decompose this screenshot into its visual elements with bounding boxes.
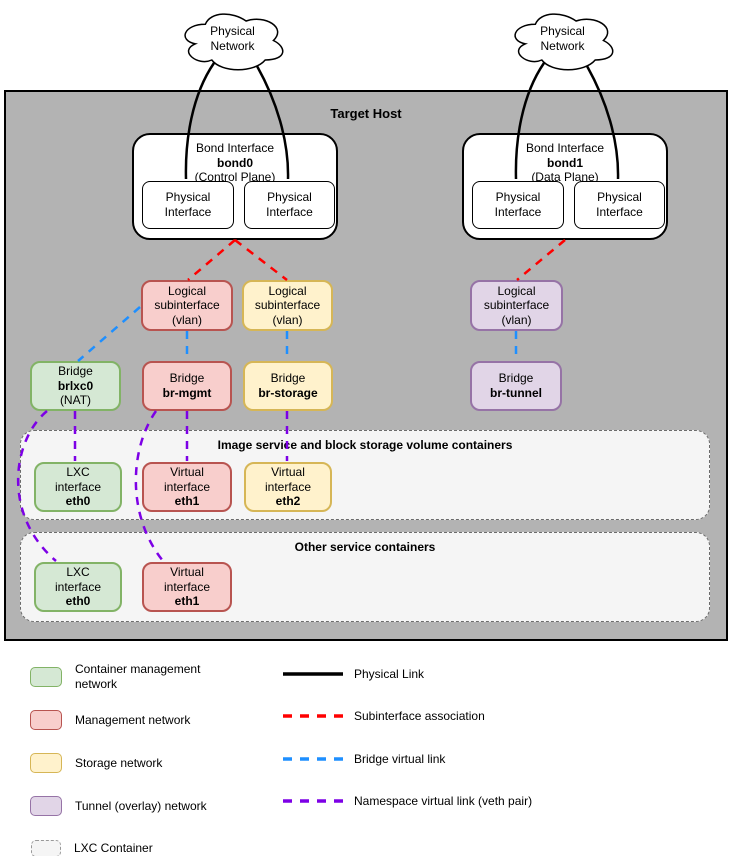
container-title: Other service containers (294, 540, 436, 554)
physical-network-label: Physical Network (508, 24, 617, 54)
legend-row-container-management: Container management network (30, 662, 240, 691)
legend-bridge-link-label: Bridge virtual link (354, 752, 446, 766)
interface-line1: LXC (66, 565, 90, 580)
subinterface-line3: (vlan) (171, 312, 202, 327)
target-host-title: Target Host (330, 106, 402, 121)
bridge-suffix: (NAT) (59, 393, 92, 408)
interface-line2: interface (264, 479, 312, 494)
virtual-interface-eth1-box: Virtual interface eth1 (142, 562, 232, 612)
interface-line1: Virtual (170, 465, 204, 480)
bridge-label: Bridge (270, 371, 306, 386)
bond1-physical-interface-2: Physical Interface (574, 181, 665, 229)
subinterface-line2: subinterface (483, 298, 550, 313)
bridge-name: br-tunnel (490, 386, 542, 400)
subinterface-tunnel-box: Logical subinterface (vlan) (470, 280, 563, 331)
physical-network-label: Physical Network (178, 24, 287, 54)
interface-name: eth2 (275, 494, 301, 509)
cloud-label-line1: Physical (540, 24, 585, 38)
interface-line1: LXC (66, 465, 90, 480)
bond1-title: Bond Interface (525, 141, 605, 155)
container-other-services-box: Other service containers LXC interface e… (20, 532, 710, 622)
lxc-interface-eth0-box: LXC interface eth0 (34, 562, 122, 612)
legend-label: Management network (75, 712, 191, 727)
legend-row-lxc-container: LXC Container (31, 838, 239, 856)
legend-swatch-red (30, 710, 62, 730)
bridge-name: br-mgmt (162, 386, 212, 400)
bridge-name: br-storage (258, 386, 318, 400)
interface-line2: interface (54, 579, 102, 594)
bridge-br-storage-box: Bridge br-storage (243, 361, 333, 411)
bond1-physical-interface-1: Physical Interface (472, 181, 564, 229)
bond1-name: bond1 (547, 155, 583, 170)
bridge-br-tunnel-box: Bridge br-tunnel (470, 361, 562, 411)
bridge-label: Bridge (169, 371, 205, 386)
subinterface-mgmt-box: Logical subinterface (vlan) (141, 280, 233, 331)
container-image-service-box: Image service and block storage volume c… (20, 430, 710, 520)
subinterface-line1: Logical (497, 283, 536, 298)
cloud-label-line1: Physical (210, 24, 255, 38)
legend-physical-link-label: Physical Link (354, 667, 425, 681)
interface-line2: interface (163, 479, 211, 494)
bridge-br-mgmt-box: Bridge br-mgmt (142, 361, 232, 411)
legend-label: Tunnel (overlay) network (75, 798, 207, 813)
bond1-plane: (Data Plane) (531, 170, 599, 185)
subinterface-line1: Logical (167, 283, 207, 298)
interface-name: eth0 (65, 594, 91, 609)
interface-line1: Virtual (271, 465, 305, 480)
bond0-title: Bond Interface (195, 141, 275, 155)
legend-label: Storage network (75, 755, 163, 770)
container-title: Image service and block storage volume c… (217, 438, 513, 452)
interface-line2: interface (54, 479, 102, 494)
subinterface-line3: (vlan) (501, 312, 532, 327)
virtual-interface-eth2-box: Virtual interface eth2 (244, 462, 332, 512)
legend-row-storage: Storage network (30, 753, 240, 773)
legend-swatch-purple (30, 796, 62, 816)
cloud-label-line2: Network (210, 39, 255, 53)
legend-swatch-lxc (31, 839, 61, 856)
interface-name: eth1 (174, 594, 200, 609)
subinterface-line2: subinterface (254, 298, 321, 313)
interface-line2: interface (163, 579, 211, 594)
interface-line1: Virtual (170, 565, 204, 580)
bridge-name: brlxc0 (57, 378, 94, 393)
legend-subinterface-link-label: Subinterface association (354, 709, 485, 723)
legend-row-management: Management network (30, 710, 240, 730)
bridge-label: Bridge (498, 371, 534, 386)
legend-row-tunnel: Tunnel (overlay) network (30, 796, 240, 816)
interface-name: eth1 (174, 494, 200, 509)
bridge-label: Bridge (58, 364, 93, 379)
subinterface-line1: Logical (268, 283, 307, 298)
legend-veth-link-label: Namespace virtual link (veth pair) (354, 794, 533, 808)
bond0-physical-interface-2: Physical Interface (244, 181, 335, 229)
interface-name: eth0 (65, 494, 91, 509)
bond0-box: Bond Interface bond0 (Control Plane) Phy… (132, 133, 338, 240)
bond0-physical-interface-1: Physical Interface (142, 181, 234, 229)
bond1-box: Bond Interface bond1 (Data Plane) Physic… (462, 133, 668, 240)
subinterface-line2: subinterface (154, 298, 220, 313)
legend-label: LXC Container (74, 840, 153, 855)
lxc-interface-eth0-box: LXC interface eth0 (34, 462, 122, 512)
bond0-name: bond0 (217, 155, 253, 170)
legend-swatch-green (30, 667, 62, 687)
bridge-brlxc0-box: Bridge brlxc0 (NAT) (30, 361, 121, 411)
subinterface-line3: (vlan) (272, 312, 303, 327)
subinterface-storage-box: Logical subinterface (vlan) (242, 280, 333, 331)
legend-label: Container management network (75, 662, 201, 691)
legend-swatch-yellow (30, 753, 62, 773)
cloud-label-line2: Network (540, 39, 585, 53)
virtual-interface-eth1-box: Virtual interface eth1 (142, 462, 232, 512)
